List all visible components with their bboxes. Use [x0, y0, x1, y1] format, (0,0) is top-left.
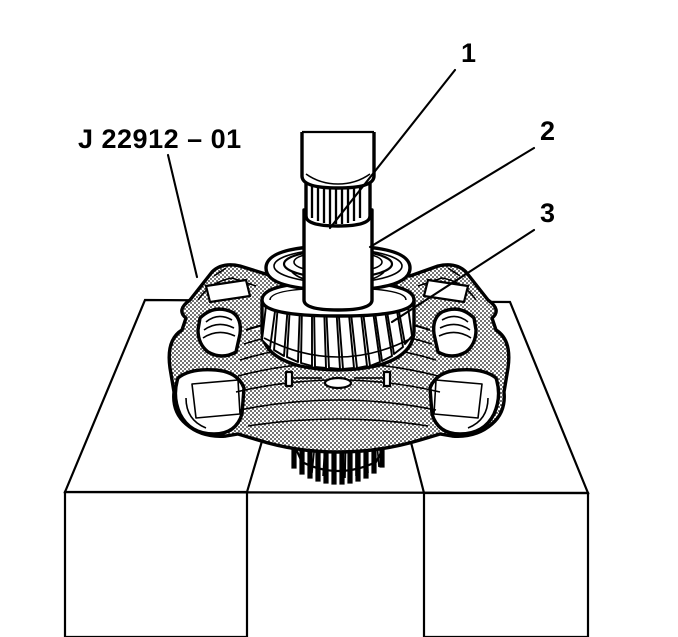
- leader-lines: [166, 68, 536, 324]
- tool-id-label: J 22912 – 01: [78, 124, 242, 154]
- helical-gear: [260, 280, 416, 372]
- callout-label-3: 3: [540, 198, 555, 228]
- splined-shaft: [300, 130, 376, 312]
- leader-callout-3: [390, 228, 536, 324]
- leader-callout-1: [328, 68, 457, 230]
- callout-label-2: 2: [540, 116, 555, 146]
- leader-tool-id: [166, 153, 199, 279]
- callout-label-1: 1: [461, 38, 476, 68]
- leader-callout-2: [368, 146, 536, 249]
